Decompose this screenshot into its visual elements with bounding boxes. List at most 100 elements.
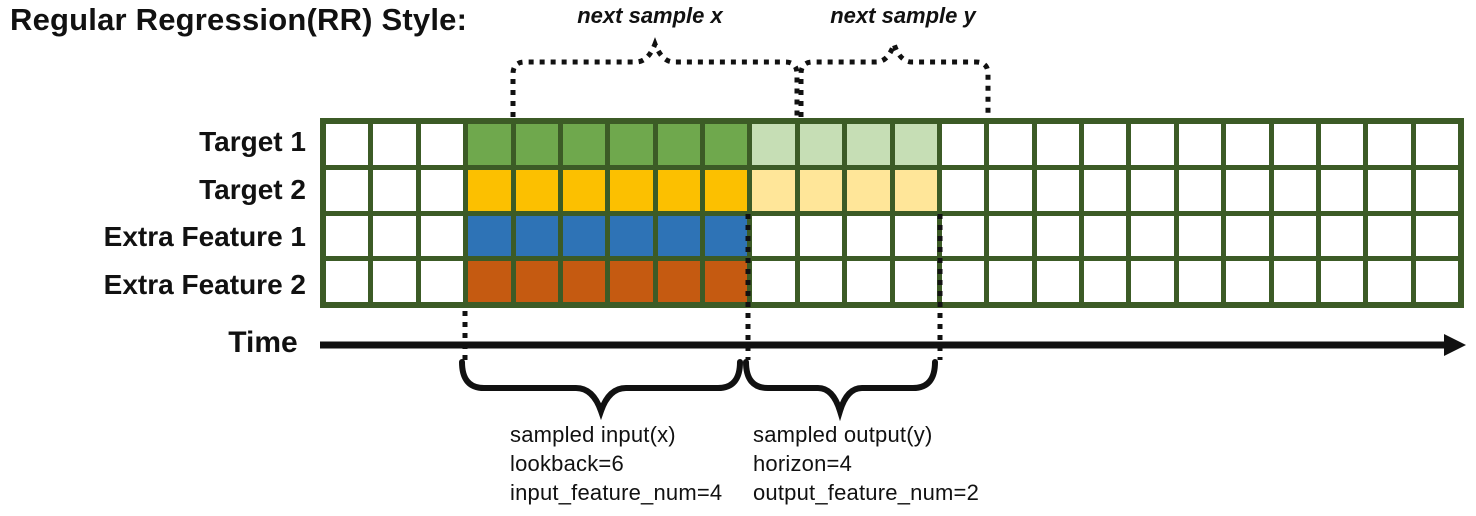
time-axis-label: Time bbox=[228, 326, 298, 359]
row-label-extra-feature-2: Extra Feature 2 bbox=[103, 268, 306, 300]
grid-cell bbox=[326, 124, 369, 165]
grid-cell bbox=[989, 124, 1032, 165]
grid-cell bbox=[1226, 215, 1269, 257]
grid-cell bbox=[1226, 261, 1269, 302]
grid-cell bbox=[326, 261, 369, 302]
output-window-brace bbox=[743, 359, 938, 422]
grid-cell bbox=[373, 169, 416, 211]
grid-cell bbox=[326, 169, 369, 211]
grid-cell bbox=[1368, 169, 1411, 211]
grid-cell bbox=[705, 261, 748, 302]
grid-cell bbox=[941, 169, 985, 211]
row-labels: Target 1 Target 2 Extra Feature 1 Extra … bbox=[0, 118, 306, 308]
grid-cell bbox=[515, 261, 558, 302]
grid-cell bbox=[799, 261, 843, 302]
grid-cell bbox=[894, 169, 937, 211]
input-annotation: sampled input(x) lookback=6 input_featur… bbox=[510, 420, 722, 507]
grid-cell bbox=[705, 215, 748, 257]
grid-cell bbox=[1178, 215, 1222, 257]
grid-cell bbox=[1226, 124, 1269, 165]
grid-cell bbox=[894, 215, 937, 257]
grid-cell bbox=[1415, 261, 1458, 302]
grid-cell bbox=[610, 169, 653, 211]
grid-cell bbox=[1084, 169, 1127, 211]
next-sample-x-brace bbox=[510, 37, 800, 117]
grid-cell bbox=[610, 261, 653, 302]
grid-cell bbox=[562, 124, 606, 165]
grid-cell bbox=[1368, 124, 1411, 165]
grid-cell bbox=[1036, 261, 1079, 302]
output-annotation-line-2: horizon=4 bbox=[753, 451, 853, 476]
grid-cell bbox=[373, 261, 416, 302]
grid-cell bbox=[705, 169, 748, 211]
grid-cell bbox=[468, 215, 511, 257]
grid-cell bbox=[799, 124, 843, 165]
grid-cell bbox=[1415, 215, 1458, 257]
next-sample-y-label: next sample y bbox=[830, 3, 976, 28]
output-annotation: sampled output(y) horizon=4 output_featu… bbox=[753, 420, 979, 507]
grid-cell bbox=[657, 215, 700, 257]
next-sample-y-brace bbox=[798, 36, 991, 117]
grid-cell bbox=[1368, 215, 1411, 257]
grid-cell bbox=[941, 124, 985, 165]
grid-cell bbox=[1415, 124, 1458, 165]
output-annotation-line-1: sampled output(y) bbox=[753, 422, 933, 447]
grid-cell bbox=[1320, 215, 1364, 257]
grid-cell bbox=[1368, 261, 1411, 302]
diagram-title: Regular Regression(RR) Style: bbox=[10, 2, 468, 37]
input-window-brace bbox=[459, 359, 743, 421]
grid-cell bbox=[941, 215, 985, 257]
grid-cell bbox=[562, 261, 606, 302]
grid-cell bbox=[1084, 124, 1127, 165]
grid-cell bbox=[1131, 169, 1174, 211]
grid-cell bbox=[515, 124, 558, 165]
grid-cell bbox=[468, 169, 511, 211]
grid-cell bbox=[752, 215, 795, 257]
grid-cell bbox=[1320, 124, 1364, 165]
grid-cell bbox=[1273, 124, 1316, 165]
grid-cell bbox=[1320, 169, 1364, 211]
grid-cell bbox=[1273, 215, 1316, 257]
row-label-target-1: Target 1 bbox=[199, 126, 306, 157]
output-annotation-line-3: output_feature_num=2 bbox=[753, 480, 980, 505]
grid-cell bbox=[657, 261, 700, 302]
input-annotation-line-2: lookback=6 bbox=[510, 451, 624, 476]
grid-cell bbox=[989, 215, 1032, 257]
grid-cell bbox=[1226, 169, 1269, 211]
grid-cell bbox=[373, 215, 416, 257]
grid-cell bbox=[1084, 261, 1127, 302]
grid-cell bbox=[1036, 215, 1079, 257]
input-annotation-line-1: sampled input(x) bbox=[510, 422, 676, 447]
grid-cell bbox=[562, 215, 606, 257]
time-arrow-head bbox=[1444, 334, 1466, 356]
grid-cell bbox=[1084, 215, 1127, 257]
grid-cell bbox=[894, 124, 937, 165]
grid-cell bbox=[1415, 169, 1458, 211]
grid-cell bbox=[420, 261, 464, 302]
grid-cell bbox=[989, 261, 1032, 302]
grid-cell bbox=[1273, 261, 1316, 302]
grid-cell bbox=[326, 215, 369, 257]
timeline-grid bbox=[320, 118, 1464, 308]
row-label-extra-feature-1: Extra Feature 1 bbox=[103, 221, 306, 252]
grid-cell bbox=[799, 215, 843, 257]
grid-cell bbox=[373, 124, 416, 165]
grid-cell bbox=[1178, 169, 1222, 211]
grid-cell bbox=[1131, 261, 1174, 302]
grid-cell bbox=[468, 261, 511, 302]
grid-cell bbox=[1178, 261, 1222, 302]
grid-cell bbox=[420, 169, 464, 211]
grid-cell bbox=[1178, 124, 1222, 165]
grid-cell bbox=[610, 215, 653, 257]
grid-cell bbox=[420, 124, 464, 165]
grid-cell bbox=[1036, 124, 1079, 165]
grid-cell bbox=[752, 124, 795, 165]
grid-cell bbox=[468, 124, 511, 165]
grid-cell bbox=[989, 169, 1032, 211]
grid-cell bbox=[705, 124, 748, 165]
grid-cell bbox=[610, 124, 653, 165]
grid-cell bbox=[847, 169, 890, 211]
grid-cell bbox=[847, 124, 890, 165]
grid-cell bbox=[799, 169, 843, 211]
